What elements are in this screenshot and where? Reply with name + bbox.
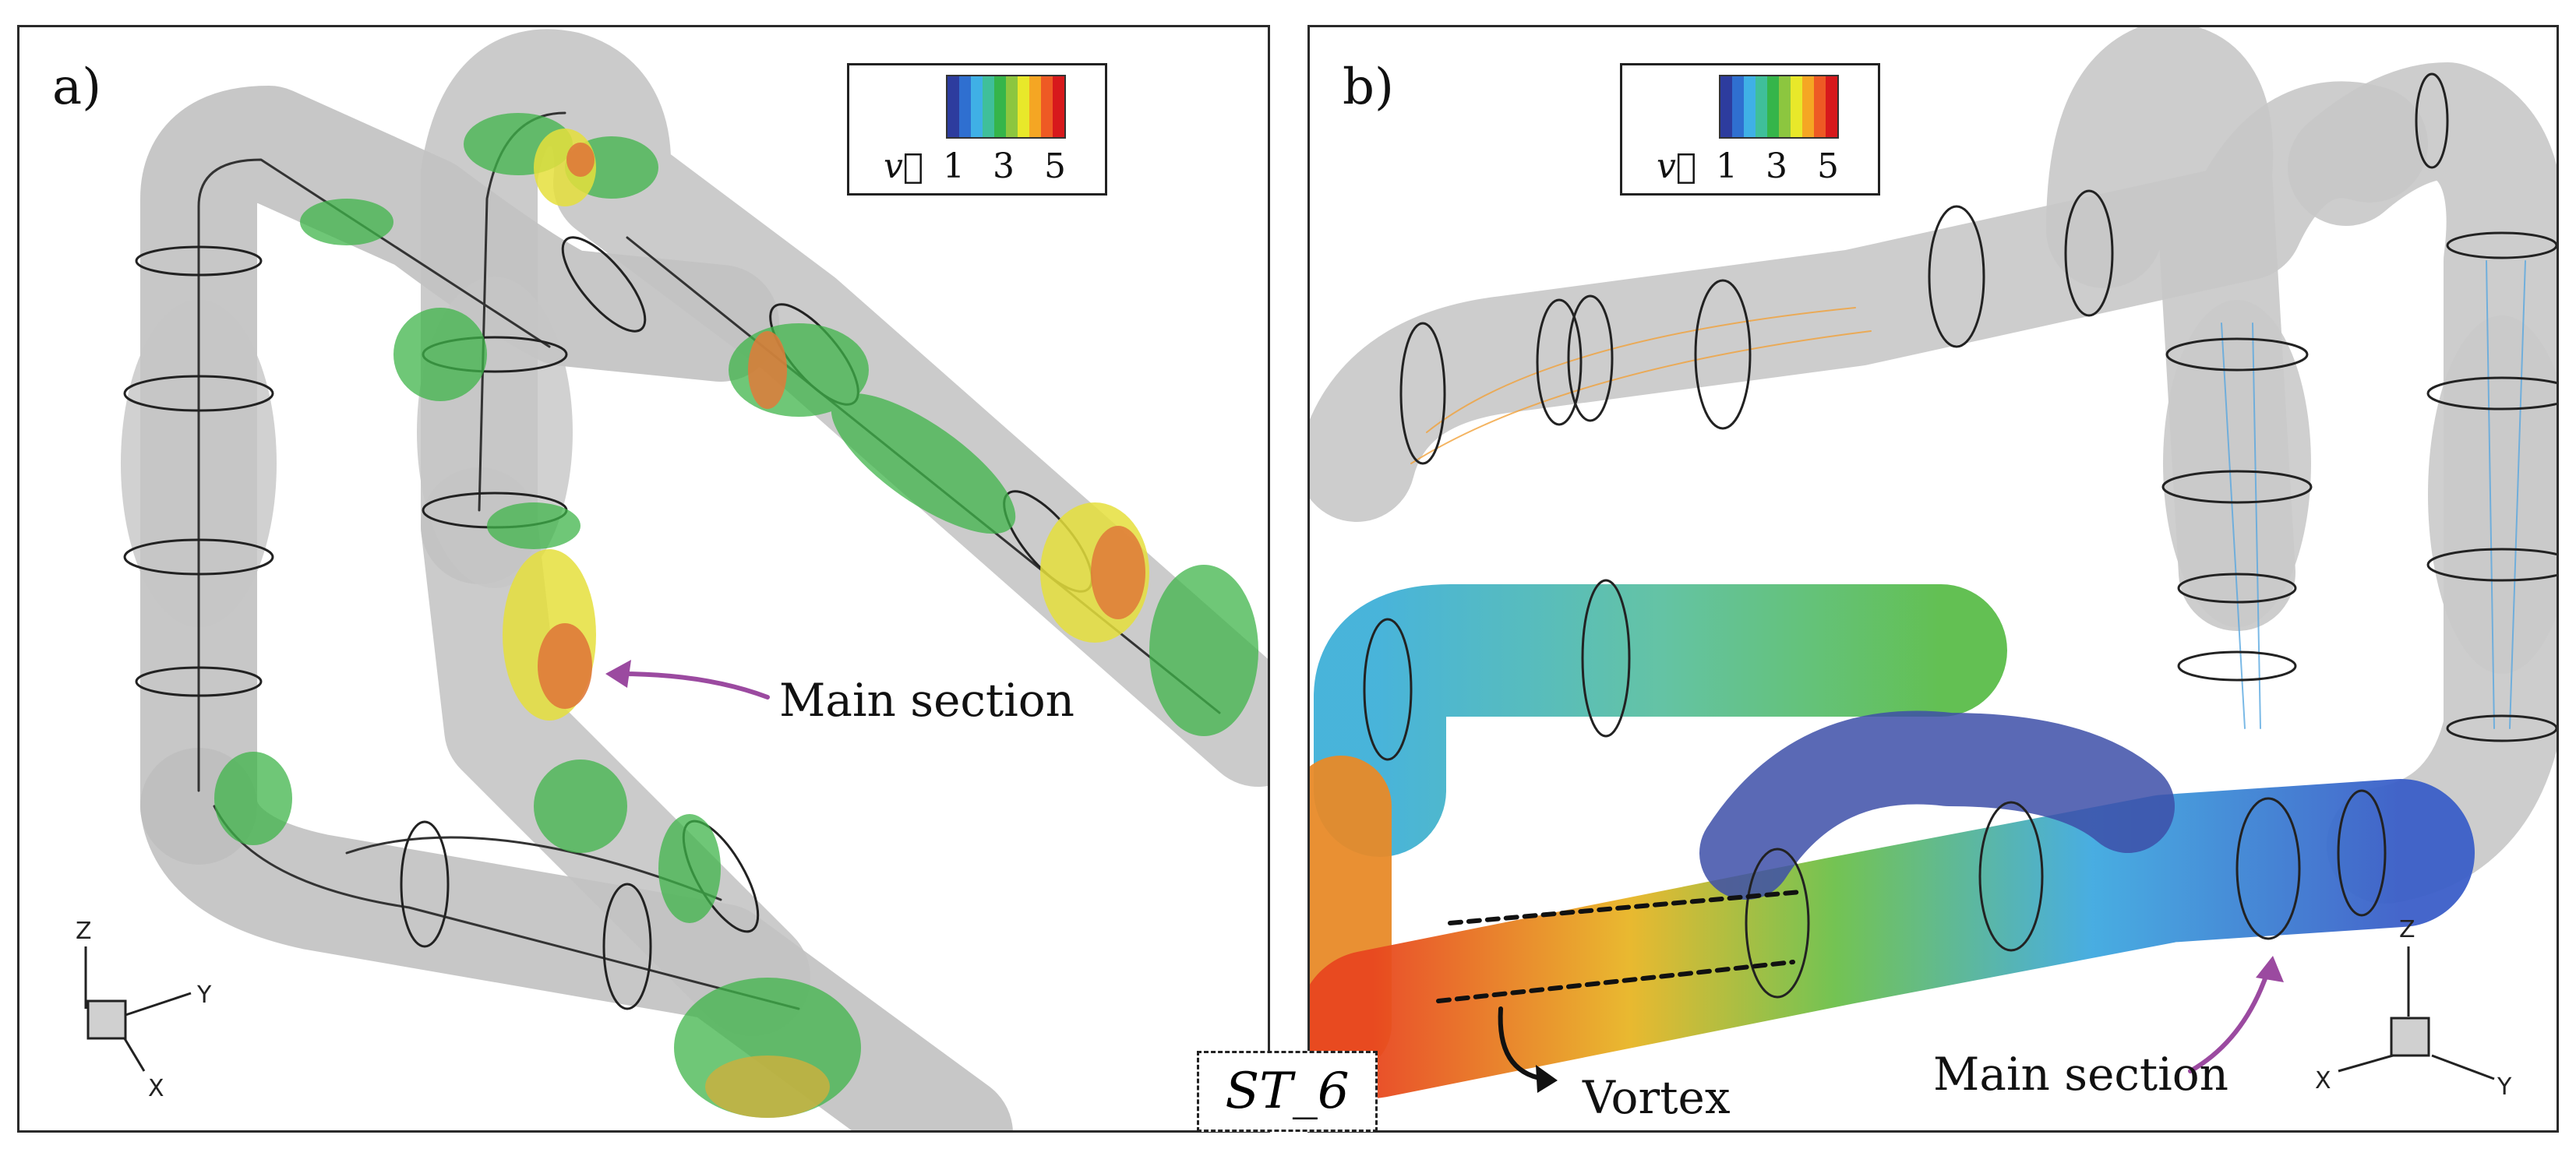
colorbar-b — [1719, 75, 1839, 139]
panel-b: Z Y X b) v⃗ 1 3 5 Vortex Main section — [1307, 25, 2559, 1133]
axis-z-label: Z — [76, 918, 92, 945]
colorbar-swatch — [1744, 76, 1756, 137]
panel-b-letter: b) — [1343, 58, 1394, 116]
colorbar-swatch — [1041, 76, 1053, 137]
pipe-streamline-view: Z Y X — [1310, 27, 2557, 1101]
colorbar-swatch — [1802, 76, 1814, 137]
legend-tick-5-b: 5 — [1817, 146, 1839, 186]
colorbar-swatch — [1018, 76, 1029, 137]
colorbar-swatch — [1779, 76, 1791, 137]
legend-tick-5-a: 5 — [1044, 146, 1066, 186]
legend-tick-3-b: 3 — [1766, 146, 1787, 186]
legend-symbol-a: v⃗ — [884, 146, 924, 186]
colorbar-swatch — [1791, 76, 1802, 137]
axis-triad-b — [2338, 946, 2495, 1080]
colorbar-swatch — [1720, 76, 1732, 137]
velocity-legend-b: v⃗ 1 3 5 — [1620, 63, 1880, 196]
main-section-label-a: Main section — [779, 674, 1075, 727]
panel-a-letter: a) — [52, 58, 102, 116]
vortex-label: Vortex — [1583, 1071, 1731, 1124]
axis-x-label-b: X — [2315, 1067, 2331, 1094]
colorbar-swatch — [1814, 76, 1826, 137]
pipe-iso-surface-view: Z Y X — [76, 29, 1268, 1130]
velocity-legend-a: v⃗ 1 3 5 — [847, 63, 1107, 196]
colorbar-swatch — [1732, 76, 1744, 137]
legend-tick-1-b: 1 — [1716, 146, 1738, 186]
colorbar-swatch — [1826, 76, 1837, 137]
colorbar-swatch — [959, 76, 971, 137]
panel-a: Z Y X a) v⃗ 1 3 5 Main section — [17, 25, 1270, 1133]
colorbar-swatch — [1053, 76, 1064, 137]
axis-x-label: X — [148, 1075, 164, 1102]
legend-tick-3-a: 3 — [993, 146, 1015, 186]
legend-tick-1-a: 1 — [943, 146, 965, 186]
axis-y-label: Y — [196, 982, 212, 1009]
main-section-label-b: Main section — [1933, 1048, 2229, 1101]
st-6-label: ST_6 — [1197, 1051, 1378, 1132]
colorbar-swatch — [1767, 76, 1779, 137]
colorbar-swatch — [1029, 76, 1041, 137]
colorbar-swatch — [947, 76, 959, 137]
axis-triad-a — [84, 946, 192, 1072]
colorbar-swatch — [1756, 76, 1767, 137]
colorbar-swatch — [994, 76, 1006, 137]
colorbar-a — [946, 75, 1066, 139]
colorbar-swatch — [1006, 76, 1018, 137]
legend-symbol-b: v⃗ — [1657, 146, 1697, 186]
axis-z-label-b: Z — [2399, 916, 2415, 943]
axis-y-label-b: Y — [2497, 1073, 2512, 1101]
colorbar-swatch — [971, 76, 983, 137]
colorbar-swatch — [983, 76, 994, 137]
